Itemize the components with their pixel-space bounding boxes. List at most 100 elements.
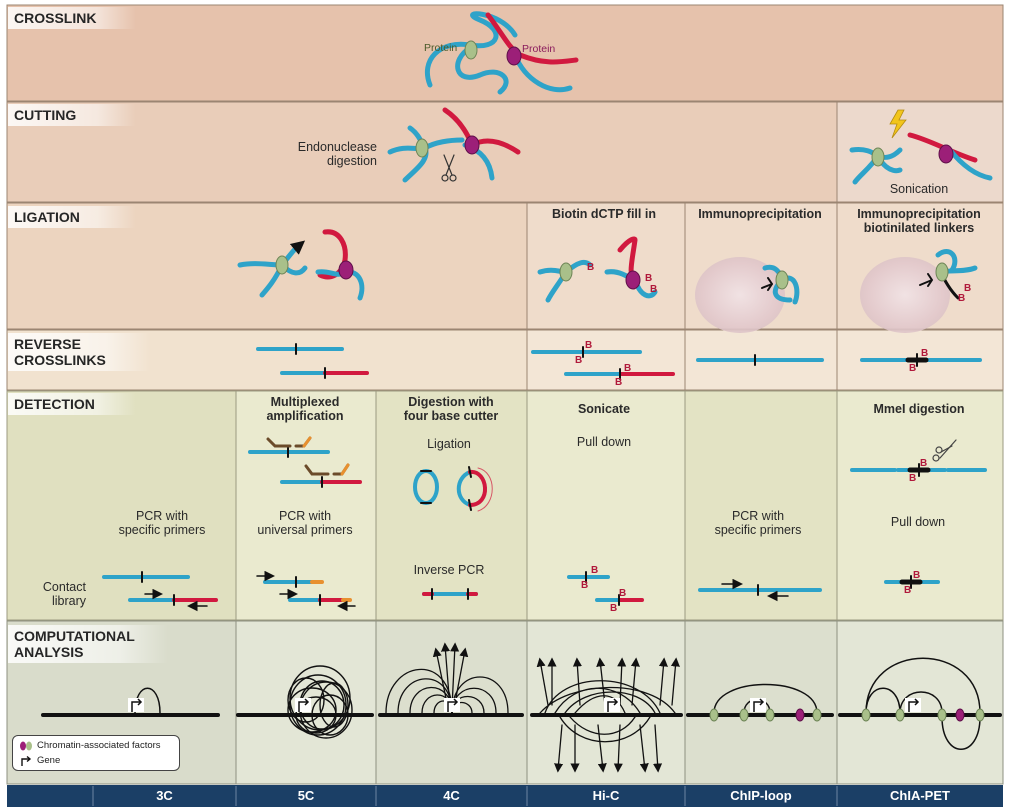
row-label-reverse-line2: CROSSLINKS	[14, 352, 106, 369]
pcr-specific-chip: PCR with specific primers	[714, 509, 802, 538]
biotin-mark: B	[964, 283, 972, 294]
biotin-mark: B	[904, 585, 912, 596]
biotin-mark: B	[619, 588, 627, 599]
method-5c: 5C	[297, 788, 315, 803]
biotin-mark: B	[920, 458, 928, 469]
lightning-icon	[889, 109, 907, 139]
protein-label-green: Protein	[424, 42, 458, 54]
legend-gene: Gene	[19, 755, 60, 766]
pcr-universal-line1: PCR with	[278, 509, 332, 523]
method-hic: Hi-C	[592, 788, 620, 803]
crosslink-chromatin	[424, 11, 579, 95]
contact-library-line1: Contact	[42, 580, 86, 594]
pcr-specific-chip-line1: PCR with	[731, 509, 785, 523]
biotin-mark: B	[581, 580, 589, 591]
multiplexed-line1: Multiplexed	[270, 395, 340, 409]
pull-down-hic-label: Pull down	[576, 435, 632, 449]
immuno-header: Immunoprecipitation	[698, 207, 822, 221]
row-label-reverse: REVERSE CROSSLINKS	[8, 333, 150, 372]
biotin-mark: B	[921, 348, 929, 359]
biotin-mark: B	[610, 603, 618, 614]
cutting-chromatin	[387, 107, 521, 183]
row-label-detection: DETECTION	[8, 393, 136, 416]
bead-chip	[695, 257, 785, 333]
biotin-mark: B	[615, 377, 623, 388]
immuno-biotin-header: Immunoprecipitation biotinilated linkers	[857, 207, 981, 236]
method-3c: 3C	[156, 788, 173, 803]
pcr-specific-chip-line2: specific primers	[714, 522, 802, 537]
multiplexed-line2: amplification	[266, 408, 344, 423]
ligation-4c-label: Ligation	[427, 437, 471, 451]
scissors-icon	[932, 439, 957, 462]
row-detection-chip-bg	[684, 390, 838, 621]
endonuclease-line1: Endonuclease	[297, 140, 377, 154]
footer-bar	[7, 785, 1003, 807]
row-detection-hic-bg	[526, 390, 686, 621]
biotin-mark: B	[575, 355, 583, 366]
biotin-mark: B	[587, 262, 595, 273]
detection-graphics	[102, 436, 987, 612]
sonication-chromatin	[849, 109, 993, 185]
legend-factors-label: Chromatin-associated factors	[37, 740, 161, 751]
bead-chia	[860, 257, 950, 333]
biotin-mark: B	[585, 340, 593, 351]
multiplexed-header: Multiplexed amplification	[266, 395, 344, 424]
biotin-mark: B	[591, 565, 599, 576]
mmel-header: MmeI digestion	[873, 402, 965, 416]
row-detection-chia-bg	[836, 390, 1004, 621]
gene-icons	[128, 698, 921, 712]
protein-label-magenta: Protein	[522, 43, 556, 55]
contact-library-label: Contact library	[20, 580, 86, 609]
digestion-line1: Digestion with	[408, 395, 494, 409]
legend-factors: Chromatin-associated factors	[19, 740, 161, 751]
pcr-specific-3c-line2: specific primers	[118, 522, 206, 537]
ligation-chromatin	[237, 229, 978, 333]
gene-legend-icon	[21, 755, 32, 766]
scissors-icon	[441, 154, 457, 182]
row-label-cutting: CUTTING	[8, 104, 136, 127]
biotin-mark: B	[913, 570, 921, 581]
method-chip-loop: ChIP-loop	[730, 788, 792, 803]
pcr-specific-3c: PCR with specific primers	[118, 509, 206, 538]
immuno-biotin-line2: biotinilated linkers	[863, 220, 975, 235]
sonicate-header: Sonicate	[577, 402, 631, 416]
row-ligation-hic-bg	[526, 202, 686, 330]
legend-gene-label: Gene	[37, 755, 61, 766]
biotin-mark: B	[909, 363, 917, 374]
row-label-crosslink: CROSSLINK	[8, 7, 136, 30]
row-label-computational-line2: ANALYSIS	[14, 644, 84, 661]
biotin-mark: B	[645, 273, 653, 284]
biotin-mark: B	[624, 363, 632, 374]
digestion-line2: four base cutter	[403, 408, 499, 423]
method-4c: 4C	[443, 788, 460, 803]
row-detection-4c-bg	[375, 390, 528, 621]
factors-legend-icon	[20, 741, 32, 750]
row-detection-5c-bg	[235, 390, 377, 621]
row-label-reverse-line1: REVERSE	[14, 336, 81, 352]
endonuclease-line2: digestion	[326, 153, 377, 168]
sonication-label: Sonication	[889, 182, 949, 196]
protein-green-shape	[464, 40, 478, 60]
protein-magenta-shape	[506, 46, 522, 66]
pcr-specific-3c-line1: PCR with	[135, 509, 189, 523]
reverse-fragments	[256, 343, 982, 380]
biotin-mark: B	[650, 284, 658, 295]
biotin-mark: B	[909, 473, 917, 484]
immuno-biotin-line1: Immunoprecipitation	[857, 207, 981, 221]
footer-dividers	[92, 786, 838, 806]
pcr-universal-label: PCR with universal primers	[257, 509, 352, 538]
biotin-mark: B	[958, 293, 966, 304]
row-label-ligation: LIGATION	[8, 206, 136, 229]
row-label-computational-line1: COMPUTATIONAL	[14, 628, 135, 644]
legend-box: Chromatin-associated factors Gene	[12, 735, 180, 771]
row-detection-3c-bg	[6, 390, 237, 621]
endonuclease-label: Endonuclease digestion	[290, 140, 377, 169]
biotin-header: Biotin dCTP fill in	[552, 207, 656, 221]
method-chia-pet: ChIA-PET	[890, 788, 950, 803]
row-label-computational: COMPUTATIONAL ANALYSIS	[8, 625, 168, 664]
row-reverse-hic-bg	[526, 329, 686, 391]
inverse-pcr-label: Inverse PCR	[413, 563, 485, 577]
pull-down-chia-label: Pull down	[890, 515, 946, 529]
